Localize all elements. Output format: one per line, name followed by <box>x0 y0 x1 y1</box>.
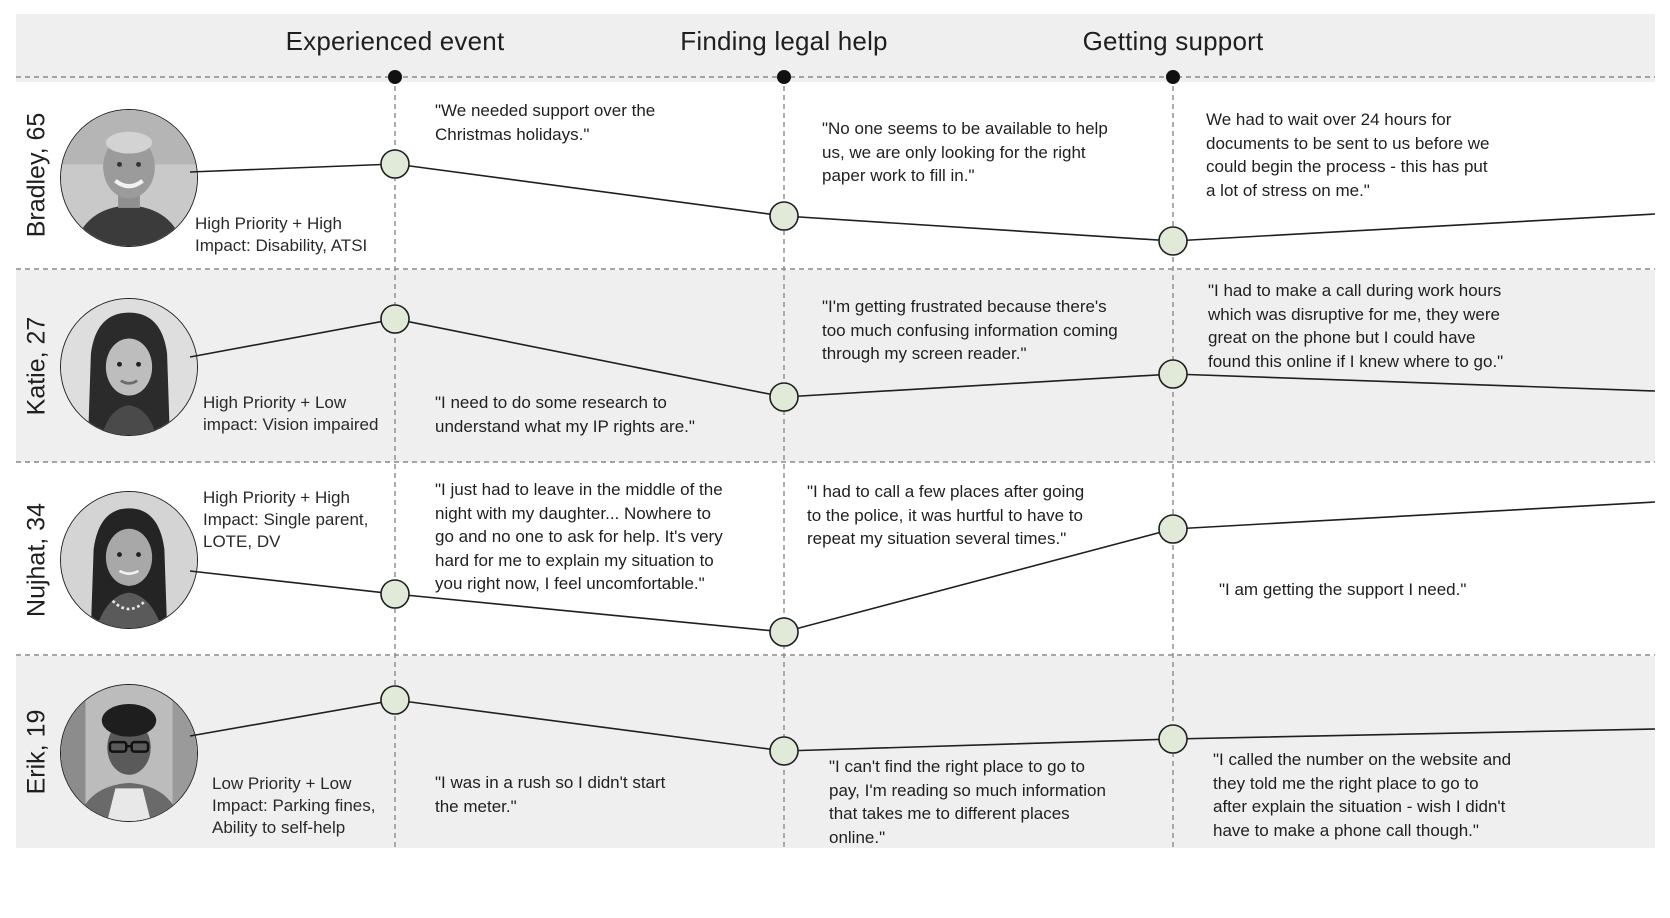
priority-line: LOTE, DV <box>203 532 281 551</box>
priority-line: Low Priority + Low <box>212 774 352 793</box>
quote-katie-finding-legal-help: "I'm getting frustrated because there's … <box>822 295 1118 366</box>
quote-line: to the police, it was hurtful to have to <box>807 505 1083 525</box>
quote-line: "We needed support over the <box>435 101 656 120</box>
quote-nujhat-experienced-event: "I just had to leave in the middle of th… <box>435 478 723 596</box>
quote-line: too much confusing information coming <box>822 320 1118 340</box>
quote-line: "I was in a rush so I didn't start <box>435 773 666 792</box>
quote-line: repeat my situation several times." <box>807 529 1067 548</box>
quote-erik-finding-legal-help: "I can't find the right place to go to p… <box>829 755 1106 849</box>
priority-nujhat: High Priority + High Impact: Single pare… <box>203 487 368 553</box>
priority-line: High Priority + Low <box>203 393 347 412</box>
quote-line: a lot of stress on me." <box>1206 180 1370 200</box>
quote-line: understand what my IP rights are." <box>435 416 695 436</box>
priority-line: High Priority + High <box>195 214 342 233</box>
journey-node <box>769 617 799 647</box>
row-band-erik <box>16 656 1655 848</box>
stage-header-band <box>16 14 1655 82</box>
quote-line: through my screen reader." <box>822 344 1027 363</box>
quote-line: "I am getting the support I need." <box>1219 580 1467 599</box>
quote-line: us, we are only looking for the right <box>822 142 1086 162</box>
quote-line: documents to be sent to us before we <box>1206 133 1490 153</box>
avatar-katie <box>60 298 198 436</box>
priority-katie: High Priority + Low impact: Vision impai… <box>203 392 378 436</box>
quote-line: the meter." <box>435 796 517 816</box>
quote-line: that takes me to different places <box>829 804 1070 823</box>
priority-line: High Priority + High <box>203 488 350 507</box>
quote-erik-getting-support: "I called the number on the website and … <box>1213 748 1511 842</box>
priority-line: Ability to self-help <box>212 818 346 837</box>
quote-bradley-finding-legal-help: "No one seems to be available to help us… <box>822 117 1108 188</box>
persona-name-nujhat: Nujhat, 34 <box>22 503 51 617</box>
quote-line: which was disruptive for me, they were <box>1208 304 1500 324</box>
priority-bradley: High Priority + High Impact: Disability,… <box>195 213 367 257</box>
avatar-nujhat <box>60 491 198 629</box>
quote-line: "I just had to leave in the middle of th… <box>435 480 723 499</box>
persona-name-bradley: Bradley, 65 <box>22 112 51 238</box>
journey-node <box>1158 514 1188 544</box>
quote-erik-experienced-event: "I was in a rush so I didn't start the m… <box>435 771 665 818</box>
quote-line: could begin the process - this has put <box>1206 157 1488 176</box>
priority-line: impact: Vision impaired <box>203 415 379 434</box>
quote-line: "I need to do some research to <box>435 393 667 412</box>
quote-line: paper work to fill in." <box>822 166 975 185</box>
persona-name-erik: Erik, 19 <box>22 709 51 795</box>
quote-katie-experienced-event: "I need to do some research to understan… <box>435 391 695 438</box>
quote-line: after explain the situation - wish I did… <box>1213 797 1506 816</box>
quote-katie-getting-support: "I had to make a call during work hours … <box>1208 279 1503 373</box>
portrait-woman-icon <box>61 492 197 628</box>
quote-bradley-getting-support: We had to wait over 24 hours for documen… <box>1206 108 1490 202</box>
quote-line: "I had to call a few places after going <box>807 482 1085 501</box>
quote-line: night with my daughter... Nowhere to <box>435 503 711 523</box>
quote-line: found this online if I knew where to go.… <box>1208 351 1504 371</box>
quote-line: go and no one to ask for help. It's very <box>435 527 723 546</box>
quote-line: great on the phone but I could have <box>1208 328 1476 347</box>
portrait-older-man-icon <box>61 110 197 246</box>
journey-node <box>380 579 410 609</box>
stage-label-experienced-event: Experienced event <box>285 26 505 56</box>
journey-node <box>769 201 799 231</box>
quote-line: "I can't find the right place to go to <box>829 757 1085 776</box>
quote-line: Christmas holidays." <box>435 124 590 144</box>
quote-line: pay, I'm reading so much information <box>829 780 1106 800</box>
quote-line: "I had to make a call during work hours <box>1208 281 1502 300</box>
priority-line: Impact: Parking fines, <box>212 796 376 815</box>
avatar-bradley <box>60 109 198 247</box>
quote-line: We had to wait over 24 hours for <box>1206 110 1452 129</box>
quote-line: "No one seems to be available to help <box>822 119 1108 138</box>
quote-nujhat-finding-legal-help: "I had to call a few places after going … <box>807 480 1084 551</box>
quote-bradley-experienced-event: "We needed support over the Christmas ho… <box>435 99 655 146</box>
priority-erik: Low Priority + Low Impact: Parking fines… <box>212 773 375 839</box>
priority-line: Impact: Disability, ATSI <box>195 236 368 255</box>
portrait-young-man-icon <box>61 685 197 821</box>
quote-line: have to make a phone call though." <box>1213 820 1479 840</box>
stage-label-finding-legal-help: Finding legal help <box>680 26 888 56</box>
priority-line: Impact: Single parent, <box>203 510 369 529</box>
quote-nujhat-getting-support: "I am getting the support I need." <box>1219 578 1466 602</box>
persona-name-katie: Katie, 27 <box>22 316 51 416</box>
stage-label-getting-support: Getting support <box>1082 26 1264 56</box>
quote-line: they told me the right place to go to <box>1213 773 1479 793</box>
portrait-young-woman-icon <box>61 299 197 435</box>
quote-line: hard for me to explain my situation to <box>435 550 714 570</box>
avatar-erik <box>60 684 198 822</box>
quote-line: "I called the number on the website and <box>1213 750 1512 769</box>
journey-node <box>380 149 410 179</box>
journey-node <box>1158 226 1188 256</box>
quote-line: "I'm getting frustrated because there's <box>822 297 1107 316</box>
quote-line: you right now, I feel uncomfortable." <box>435 574 705 593</box>
quote-line: online." <box>829 827 886 847</box>
